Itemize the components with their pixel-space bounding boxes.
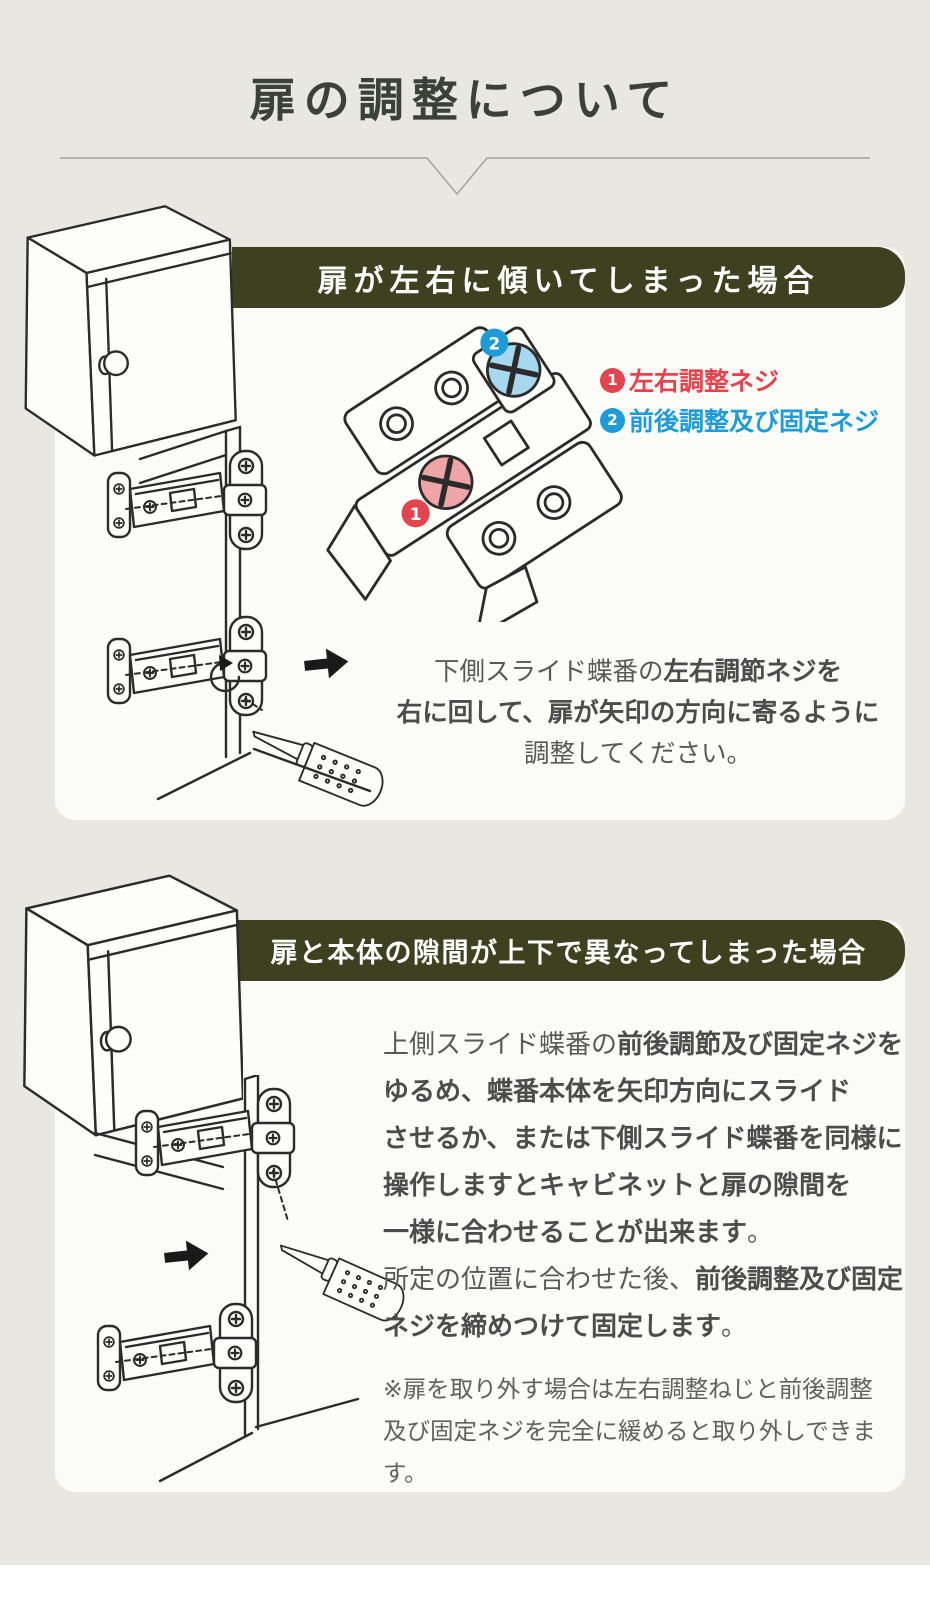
para-line: 操作しますとキャビネットと扉の隙間を — [383, 1171, 852, 1201]
para-line: ネジを締めつけて固定します。 — [383, 1312, 748, 1342]
para-line: 所定の位置に合わせた後、前後調整及び固定 — [383, 1265, 904, 1295]
para-line: させるか、または下側スライド蝶番を同様に — [383, 1124, 903, 1154]
arrow-right-icon — [161, 1237, 212, 1275]
para-line: 上側スライド蝶番の前後調節及び固定ネジを — [383, 1030, 904, 1060]
floor-lines — [158, 1397, 360, 1483]
divider-chevron — [60, 157, 870, 196]
section2-banner: 扉と本体の隙間が上下で異なってしまった場合 — [232, 920, 905, 981]
arrow-right-icon — [301, 645, 352, 683]
left-right-screw — [418, 454, 474, 510]
legend-badge-2: 2 — [600, 407, 625, 433]
svg-text:2: 2 — [489, 334, 501, 354]
legend-label-1: 左右調整ネジ — [629, 367, 780, 396]
hinge-icon-bottom — [108, 617, 266, 715]
note-line: ※扉を取り外す場合は左右調整ねじと前後調整 — [383, 1375, 873, 1403]
para-line: 右に回して、扉が矢印の方向に寄るように — [396, 698, 880, 728]
note-line: 及び固定ネジを完全に緩めると取り外しできます。 — [383, 1417, 876, 1487]
removal-note: ※扉を取り外す場合は左右調整ねじと前後調整 及び固定ネジを完全に緩めると取り外し… — [383, 1368, 905, 1494]
legend-item-1: 1 左右調整ネジ — [600, 360, 900, 400]
screw-legend: 1 左右調整ネジ 2 前後調整及び固定ネジ — [600, 360, 900, 440]
legend-badge-1: 1 — [600, 367, 625, 393]
diagram-badge-2: 2 — [480, 328, 509, 357]
floor-lines — [156, 747, 372, 801]
legend-item-2: 2 前後調整及び固定ネジ — [600, 400, 900, 440]
door-hinges-illustration-2 — [93, 1075, 410, 1483]
leader-line — [272, 1170, 289, 1222]
svg-text:1: 1 — [410, 504, 422, 524]
section2-instructions: 上側スライド蝶番の前後調節及び固定ネジを ゆるめ、蝶番本体を矢印方向にスライド … — [383, 1022, 905, 1351]
door-hinges-illustration-1 — [40, 425, 390, 812]
page-title: 扉の調整について — [249, 73, 681, 127]
diagram-badge-1: 1 — [401, 499, 430, 528]
screwdriver-icon — [241, 719, 390, 812]
section1-banner-label: 扉が左右に傾いてしまった場合 — [317, 263, 820, 299]
rotation-arrow-icon — [209, 655, 241, 693]
section1-banner: 扉が左右に傾いてしまった場合 — [232, 247, 905, 308]
leader-line — [244, 698, 263, 711]
hinge-icon-bottom — [98, 1304, 256, 1402]
hinge-icon-top — [108, 451, 266, 549]
bottom-margin — [0, 1565, 930, 1600]
para-line: ゆるめ、蝶番本体を矢印方向にスライド — [383, 1077, 852, 1107]
para-line: 下側スライド蝶番の左右調節ネジを — [433, 657, 843, 687]
section2-banner-label: 扉と本体の隙間が上下で異なってしまった場合 — [270, 938, 867, 969]
mounting-plate-diagram: 1 2 — [326, 326, 623, 622]
wall-edge-lines — [138, 425, 242, 759]
legend-label-2: 前後調整及び固定ネジ — [629, 407, 880, 436]
para-line: 調整してください。 — [524, 739, 752, 769]
para-line: 一様に合わせることが出来ます。 — [383, 1218, 774, 1248]
section1-instructions: 下側スライド蝶番の左右調節ネジを 右に回して、扉が矢印の方向に寄るように 調整し… — [382, 652, 894, 775]
